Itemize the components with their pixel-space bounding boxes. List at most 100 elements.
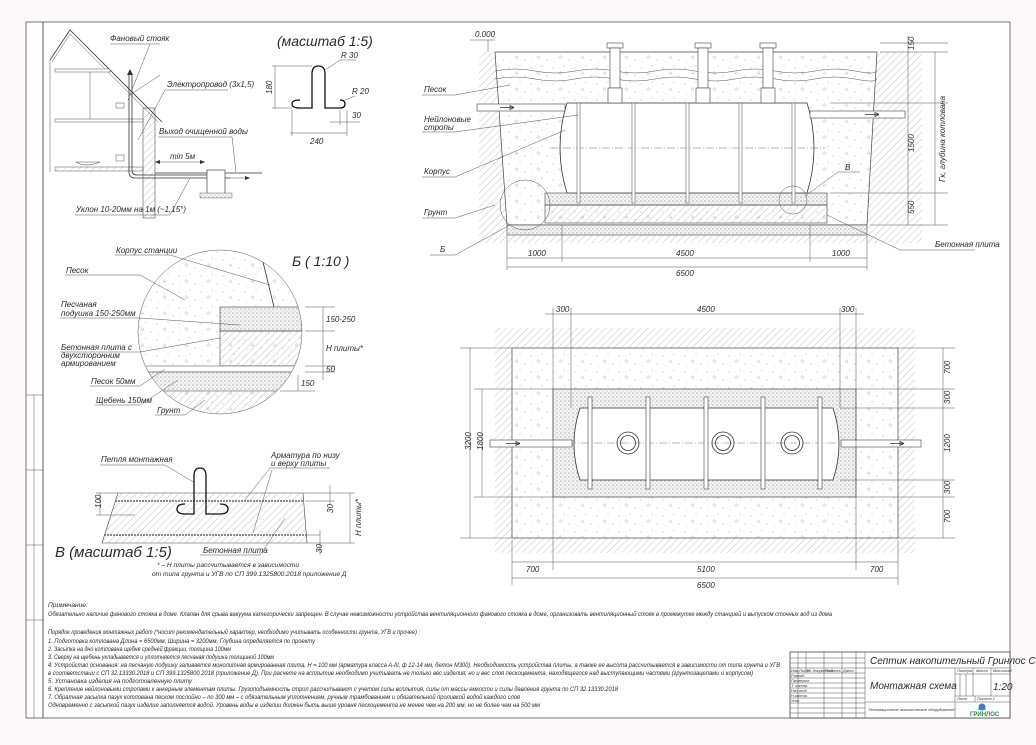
detail-b-label-sand-50: Песок 50мм — [91, 377, 136, 386]
loop-dim-r20: R 20 — [352, 87, 369, 96]
detail-v-label-loop: Петля монтажная — [101, 455, 173, 464]
detail-b: Б ( 1:10 ) Корпус станции Песок Песчаная… — [60, 246, 364, 416]
detail-b-dim-slab: Н плиты* — [326, 344, 364, 353]
detail-b-dim-sand: 50 — [326, 365, 335, 374]
notes-order: Порядок проведения монтажных работ (*нос… — [48, 628, 420, 636]
detail-b-label-pillow-2: подушка 150-250мм — [61, 309, 136, 318]
tb-mass: Масса — [976, 668, 989, 673]
section-label-ground: Грунт — [424, 208, 448, 217]
plan-dim-bottom-5100: 5100 — [697, 565, 715, 574]
tb-sheet-title: Монтажная схема — [870, 681, 957, 692]
detail-b-dim-gravel: 150 — [301, 379, 315, 388]
tb-sheet: Лист — [956, 696, 968, 701]
section-label-straps: Нейлоновые — [424, 115, 472, 124]
tb-col-doc: № документа — [807, 668, 834, 673]
notes-step-5: 5. Установка изделия на подготовленную п… — [48, 677, 193, 685]
tb-col-izm: Изм — [791, 668, 799, 673]
plan-dim-3200: 3200 — [464, 432, 473, 450]
tb-col-sign: Подпись — [825, 668, 841, 673]
section-straps — [576, 102, 796, 204]
detail-v-title: В (масштаб 1:5) — [55, 544, 172, 561]
section-view: 0.000 Песок Нейлоновые стропы Корпус Гру… — [422, 30, 1000, 278]
loop-scale-title: (масштаб 1:5) — [277, 33, 373, 49]
label-slope: Уклон 10-20мм на 1м (~1,15°) — [75, 205, 186, 214]
tb-role-tcontrol: Т. контр. — [791, 683, 808, 688]
detail-b-label-sand: Песок — [66, 266, 90, 275]
tb-product-title: Септик накопительный Гринлос СП 9 — [870, 656, 1036, 667]
grinlos-logo: ГРИНЛОС — [970, 703, 1000, 718]
tb-scale-label: Масштаб — [993, 668, 1012, 673]
notes-heading: Примечание: — [48, 602, 88, 609]
plan-dim-right-1200: 1200 — [943, 434, 952, 452]
loop-dim-r30: R 30 — [341, 51, 358, 60]
label-outlet: Выход очищенной воды — [159, 127, 248, 136]
notes-step-4-cont: в соответствии с СП 32.13330.2018 и СП 3… — [48, 669, 753, 677]
notes-step-4: 4. Устройство основания: на песчаную под… — [48, 661, 781, 669]
detail-b-label-station-body: Корпус станции — [116, 246, 178, 255]
tb-role-approved: Утв. — [791, 698, 800, 703]
title-block: Изм Лист № документа Подпись Дата Разраб… — [789, 651, 1036, 719]
detail-b-label-ground: Грунт — [157, 406, 181, 415]
section-label-sand: Песок — [424, 85, 448, 94]
detail-v-dim-top: 30 — [326, 504, 335, 513]
small-station-icon — [206, 169, 226, 196]
label-min-distance: min 5м — [170, 152, 196, 161]
label-wire: Электропровод (3х1,5) — [167, 80, 254, 89]
vent-stack-pipe — [128, 75, 230, 179]
loop-dim-height: 180 — [265, 80, 274, 94]
section-dim-4500: 4500 — [676, 249, 694, 258]
section-concrete-slab — [544, 204, 828, 224]
binding-strip-cells — [26, 394, 43, 718]
plan-dim-right-300-bottom: 300 — [943, 480, 952, 494]
plan-dim-top-4500: 4500 — [697, 305, 715, 314]
plan-outlet-pipe — [840, 439, 922, 448]
notes: Примечание: Обязательно наличие фанового… — [47, 602, 832, 709]
section-dim-1000-left: 1000 — [528, 249, 546, 258]
section-dim-150: 150 — [907, 36, 916, 50]
tb-role-developer: Разраб. — [791, 673, 805, 678]
plan-inlet-pipe — [489, 439, 573, 448]
notes-step-2: 2. Засыпка на дно котлована щебня средне… — [47, 645, 231, 653]
tb-sheets: Листов 1 — [976, 696, 995, 701]
tb-col-date: Дата — [842, 668, 854, 673]
detail-v-label-slab: Бетонная плита — [203, 546, 268, 555]
detail-b-marker — [499, 179, 551, 231]
section-risers — [606, 42, 777, 104]
section-label-slab: Бетонная плита — [935, 240, 1000, 249]
section-label-body: Корпус — [424, 167, 450, 176]
section-dim-depth: Гк, глубина котлована — [938, 95, 947, 182]
detail-b-label-slab-2: двухсторонним — [61, 351, 120, 360]
detail-v-label-rebar-2: и верху плиты — [271, 459, 327, 468]
tb-company: "Инновационное экологическое оборудовани… — [868, 707, 956, 712]
detail-b-title: Б ( 1:10 ) — [292, 253, 349, 269]
section-dim-6500: 6500 — [676, 269, 694, 278]
notes-step-1: 1. Подготовка котлована Длина = 6500мм, … — [48, 637, 316, 645]
section-outlet-pipe — [809, 110, 906, 119]
detail-v-marker — [778, 185, 808, 215]
tb-role-ncontrol: Н.контр. — [791, 693, 808, 698]
loop-dim-end: 30 — [352, 111, 361, 120]
tb-scale-value: 1:20 — [993, 682, 1013, 693]
detail-v-footnote-2: от типа грунта и УГВ по СП 399.1325800.2… — [152, 571, 347, 578]
detail-b-label-pillow-1: Песчаная — [61, 300, 97, 309]
plan-dim-bottom-700-right: 700 — [870, 565, 884, 574]
detail-b-label-gravel: Щебень 150мм — [96, 396, 153, 405]
plan-dim-top-300-left: 300 — [556, 305, 570, 314]
detail-b-label-slab-3: армированием — [61, 359, 116, 368]
tb-role-checked: Проверил — [791, 678, 810, 683]
detail-b-dim-pillow: 150-250 — [326, 315, 356, 324]
detail-v-loop — [176, 467, 229, 515]
label-vent-stack: Фановый стояк — [110, 34, 171, 43]
loop-shape — [291, 65, 346, 109]
plan-dim-right-700-bottom: 700 — [943, 509, 952, 523]
house-scheme: Фановый стояк Электропровод (3х1,5) Выхо… — [49, 29, 262, 219]
tb-litera: Литера — [956, 668, 973, 673]
detail-v-footnote-1: * – Н плиты рассчитывается в зависимости — [157, 562, 299, 569]
notes-step-3: 3. Сверху на щебень укладывается и уплот… — [48, 653, 274, 661]
plan-dim-1800: 1800 — [476, 432, 485, 450]
section-dim-1000-right: 1000 — [832, 249, 850, 258]
plan-view: 300 4500 300 700 5100 700 6500 3200 1800… — [460, 305, 955, 590]
plan-dim-bottom-6500: 6500 — [697, 581, 715, 590]
section-dim-550: 550 — [907, 200, 916, 214]
